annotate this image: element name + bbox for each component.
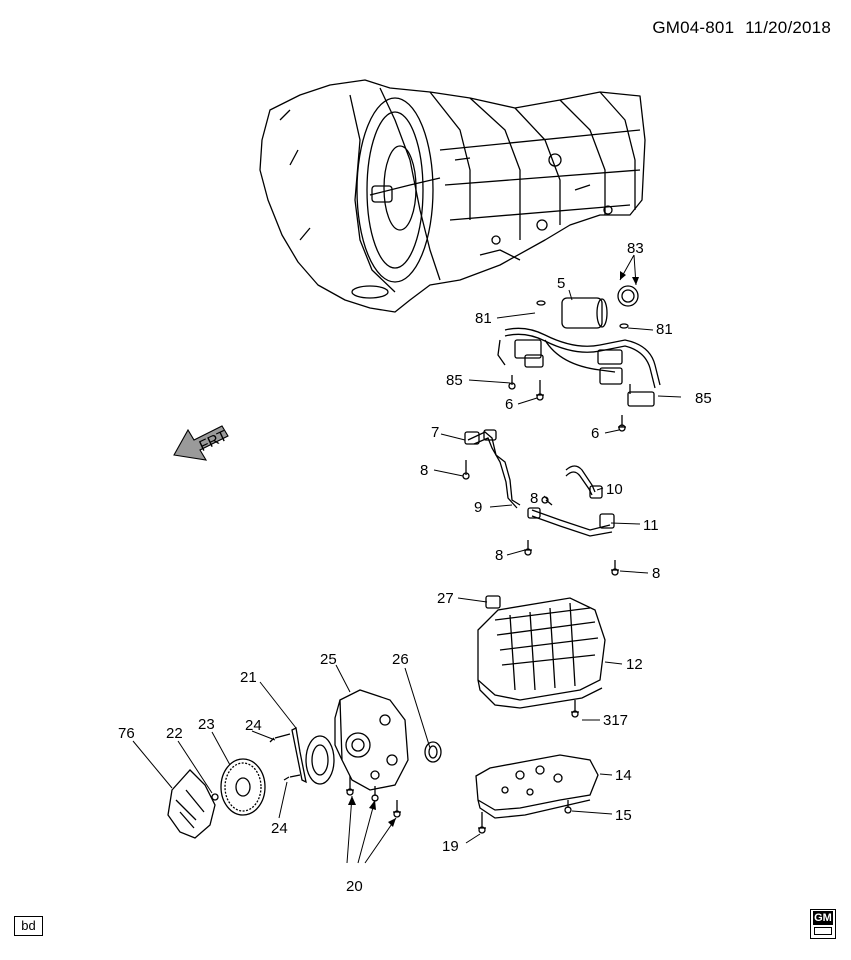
flex-plate-and-cover — [167, 758, 266, 839]
gm-logo-bar — [814, 927, 832, 935]
illustrator-badge: bd — [14, 916, 43, 936]
diagram-date: 11/20/2018 — [745, 18, 831, 37]
fluid-pipes — [462, 429, 619, 576]
transmission-case — [259, 79, 646, 313]
callout-8-c: 8 — [495, 547, 503, 564]
callout-11: 11 — [643, 517, 659, 534]
callout-5: 5 — [557, 275, 565, 292]
callout-12: 12 — [626, 656, 643, 673]
callout-85-left: 85 — [446, 372, 463, 389]
callout-10: 10 — [606, 481, 623, 498]
callout-8-d: 8 — [652, 565, 660, 582]
callout-24-upper: 24 — [245, 717, 262, 734]
callout-19: 19 — [442, 838, 459, 855]
callout-14: 14 — [615, 767, 632, 784]
callout-6-lower: 6 — [591, 425, 599, 442]
callout-24-lower: 24 — [271, 820, 288, 837]
callout-23: 23 — [198, 716, 215, 733]
callout-22: 22 — [166, 725, 183, 742]
front-direction-arrow: FRT — [173, 425, 230, 461]
callout-8-b: 8 — [530, 490, 538, 507]
callout-labels: 5 83 81 81 85 85 6 6 7 8 8 8 8 9 10 11 2… — [118, 240, 712, 895]
callout-83: 83 — [627, 240, 644, 257]
callout-15: 15 — [615, 807, 632, 824]
valve-body — [477, 595, 606, 718]
callout-6-upper: 6 — [505, 396, 513, 413]
oil-pump-assembly — [269, 689, 442, 818]
callout-76: 76 — [118, 725, 135, 742]
callout-20: 20 — [346, 878, 363, 895]
callout-8-a: 8 — [420, 462, 428, 479]
callout-81-left: 81 — [475, 310, 492, 327]
gm-logo-text: GM — [813, 911, 833, 925]
leader-arrowheads — [348, 271, 639, 827]
gm-logo: GM — [810, 909, 836, 939]
callout-25: 25 — [320, 651, 337, 668]
lower-valve-body — [475, 754, 599, 834]
callout-7: 7 — [431, 424, 439, 441]
callout-85-right: 85 — [695, 390, 712, 407]
leader-lines — [132, 254, 682, 864]
diagram-code: GM04-801 — [652, 18, 735, 37]
diagram-header: GM04-801 11/20/2018 — [646, 18, 831, 38]
callout-26: 26 — [392, 651, 409, 668]
wiring-harness — [497, 285, 661, 432]
callout-317: 317 — [603, 712, 628, 729]
callout-81-right: 81 — [656, 321, 673, 338]
callout-21: 21 — [240, 669, 257, 686]
callout-9: 9 — [474, 499, 482, 516]
callout-27: 27 — [437, 590, 454, 607]
